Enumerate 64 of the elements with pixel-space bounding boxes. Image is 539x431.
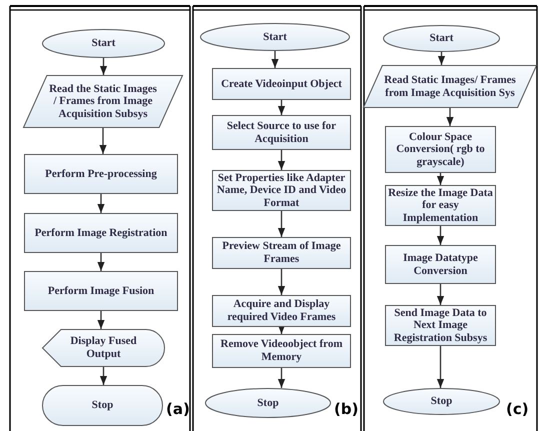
panel-label: (b): [334, 400, 358, 418]
arrow: [278, 269, 286, 295]
node-label: Start: [430, 32, 454, 45]
input-parallelogram: [23, 75, 183, 128]
arrow: [97, 311, 105, 329]
process-box: [385, 245, 496, 284]
arrow: [99, 128, 107, 154]
node-label: Select Source to use for Acquisition: [226, 120, 338, 146]
process-box: [212, 68, 351, 100]
node-label: Stop: [257, 396, 279, 410]
arrow: [436, 226, 444, 245]
terminal-ellipse: [205, 388, 331, 418]
arrow: [278, 324, 286, 334]
node-label: Perform Image Fusion: [48, 284, 154, 298]
node-label: Create Videoinput Object: [221, 78, 342, 90]
terminal-ellipse: [42, 29, 165, 58]
node-label: Remove Videoobject from Memory: [220, 338, 344, 364]
panel-label: (a): [166, 400, 190, 418]
node-label: Colour Space Conversion( rgb to grayscale): [395, 130, 486, 168]
node-label: Stop: [92, 399, 114, 412]
node-label: Start: [263, 30, 287, 44]
process-box: [385, 126, 496, 173]
terminal-ellipse: [383, 388, 500, 415]
panel-label: (c): [506, 400, 529, 418]
node-label: Start: [92, 37, 116, 50]
arrow: [438, 52, 446, 65]
process-box: [24, 271, 178, 311]
process-box: [212, 334, 351, 368]
node-label: Preview Stream of Image Frames: [221, 240, 342, 266]
arrow: [436, 284, 444, 305]
arrow: [100, 58, 108, 75]
arrow: [278, 368, 286, 388]
node-label: Stop: [430, 395, 452, 408]
node-label: Send Image Data to Next Image Registration Subsys: [392, 306, 488, 344]
node-label: Image Datatype Conversion: [402, 252, 479, 278]
arrow: [100, 367, 108, 385]
node-label: Read the Static Images / Frames from Image Acquisition Subsys: [48, 82, 158, 120]
process-box: [24, 213, 178, 253]
terminal-ellipse: [200, 23, 350, 51]
process-box: [212, 115, 351, 150]
terminal-shape: [42, 385, 163, 426]
display-shape: [42, 329, 165, 367]
arrow: [278, 211, 286, 237]
node-label: Perform Pre-processing: [45, 168, 157, 180]
process-box: [212, 237, 351, 269]
node-label: Set Properties like Adapter Name, Device ID and Video Format: [216, 172, 348, 210]
arrow: [278, 100, 286, 115]
node-label: Resize the Image Data for easy Implementation: [388, 186, 493, 224]
terminal-ellipse: [383, 25, 500, 52]
node-label: Acquire and Display required Video Frames: [226, 298, 337, 324]
node-label: Perform Image Registration: [34, 226, 168, 240]
arrow: [436, 173, 444, 185]
arrow: [97, 194, 105, 213]
process-box: [24, 154, 178, 194]
arrow: [271, 51, 279, 68]
arrow: [278, 150, 286, 170]
input-parallelogram: [363, 65, 537, 108]
process-box: [212, 295, 351, 327]
arrow: [436, 346, 444, 388]
process-box: [385, 305, 496, 346]
node-label: Display Fused Output: [69, 335, 138, 361]
node-label: Read Static Images/ Frames from Image Acquisition Sys: [383, 74, 517, 100]
arrow: [97, 253, 105, 271]
arrow: [446, 108, 454, 126]
